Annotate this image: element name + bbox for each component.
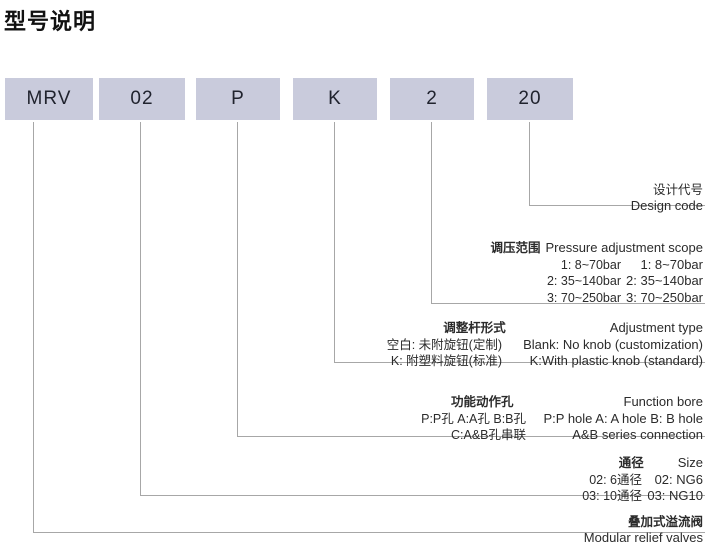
pressure-scope-en-title: Pressure adjustment scope (545, 240, 703, 255)
leader-line-product (33, 122, 705, 533)
pressure-scope-en-option-1: 1: 8~70bar (640, 256, 703, 272)
code-box-knob-value: K (328, 88, 342, 109)
design-code-en-title: Design code (630, 198, 703, 213)
size-en-option-2: 03: NG10 (647, 488, 703, 504)
size-en-option-1: 02: NG6 (654, 471, 703, 487)
pressure-scope-zh-option-2: 2: 35~140bar (546, 274, 621, 289)
pressure-scope-zh-title: 调压范围 (490, 241, 541, 255)
function-bore-zh-option-1: P:P孔 A:A孔 B:B孔 (421, 411, 526, 426)
size-zh-title: 通径 (618, 456, 644, 470)
pressure-scope-en-option-2: 2: 35~140bar (626, 273, 703, 289)
leader-line-size (140, 122, 705, 496)
function-bore-zh-option-2: C:A&B孔串联 (450, 428, 526, 443)
section-size: 通径 Size 02: 6通径 02: NG6 03: 10通径 03: NG1… (576, 455, 703, 505)
adjustment-type-zh-title: 调整杆形式 (443, 321, 506, 335)
code-box-series-value: MRV (26, 88, 72, 109)
code-box-knob: K (293, 78, 377, 120)
pressure-scope-zh-option-3: 3: 70~250bar (546, 290, 621, 305)
design-code-zh-title: 设计代号 (652, 183, 703, 197)
adjustment-type-en-option-2: K:With plastic knob (standard) (529, 353, 703, 369)
function-bore-en-title: Function bore (623, 394, 704, 409)
code-box-bore: P (196, 78, 280, 120)
code-box-size: 02 (99, 78, 185, 120)
section-pressure-scope: 调压范围 Pressure adjustment scope 1: 8~70ba… (435, 240, 703, 307)
code-box-design: 20 (487, 78, 573, 120)
section-design-code: 设计代号 Design code (631, 182, 703, 215)
size-en-title: Size (677, 455, 703, 470)
section-function-bore: 功能动作孔 Function bore P:P孔 A:A孔 B:B孔 P:P h… (396, 394, 703, 444)
function-bore-en-option-2: A&B series connection (572, 427, 703, 443)
function-bore-zh-title: 功能动作孔 (450, 395, 514, 409)
pressure-scope-zh-option-1: 1: 8~70bar (560, 257, 621, 272)
code-box-series: MRV (5, 78, 93, 120)
adjustment-type-zh-option-1: 空白: 未附旋钮(定制) (386, 337, 502, 352)
product-zh-title: 叠加式溢流阀 (627, 515, 703, 529)
section-adjustment-type: 调整杆形式 Adjustment type 空白: 未附旋钮(定制) Blank… (370, 320, 703, 370)
function-bore-en-option-1: P:P hole A: A hole B: B hole (543, 410, 704, 426)
code-box-size-value: 02 (130, 88, 154, 109)
code-box-design-value: 20 (518, 88, 542, 109)
product-en-title: Modular relief valves (583, 530, 703, 545)
code-box-pressure: 2 (390, 78, 474, 120)
adjustment-type-en-title: Adjustment type (609, 320, 703, 335)
adjustment-type-en-option-1: Blank: No knob (customization) (523, 336, 703, 352)
code-box-bore-value: P (231, 88, 245, 109)
section-product: 叠加式溢流阀 Modular relief valves (584, 514, 703, 547)
pressure-scope-en-option-3: 3: 70~250bar (626, 289, 703, 305)
leader-line-adjustment-type (334, 122, 705, 363)
leader-line-pressure-scope (431, 122, 705, 304)
adjustment-type-zh-option-2: K: 附塑料旋钮(标准) (390, 354, 502, 369)
leader-line-design-code (529, 122, 705, 206)
code-box-pressure-value: 2 (426, 88, 438, 109)
leader-line-function-bore (237, 122, 705, 437)
page-title: 型号说明 (4, 9, 97, 34)
size-zh-option-1: 02: 6通径 (589, 472, 642, 487)
size-zh-option-2: 03: 10通径 (582, 489, 642, 504)
